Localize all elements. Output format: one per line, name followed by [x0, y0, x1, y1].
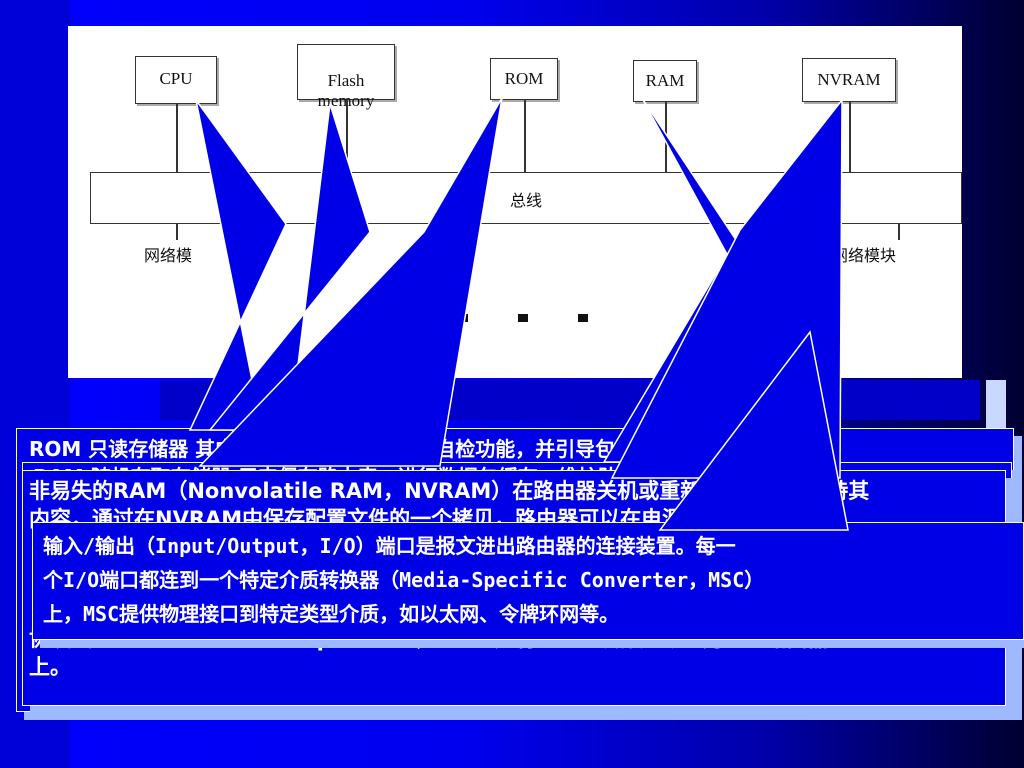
cpu-label: CPU	[159, 69, 193, 88]
nvram-label: NVRAM	[817, 70, 881, 89]
module-right-wire	[898, 224, 900, 240]
ellipsis-dot	[458, 314, 468, 322]
cpu-wire	[176, 104, 178, 172]
ellipsis-dot	[518, 314, 528, 322]
ram-label: RAM	[645, 71, 685, 90]
nvram-line-1: 非易失的RAM（Nonvolatile RAM，NVRAM）在路由器关机或重新启…	[29, 479, 870, 503]
rom-box: ROM	[490, 58, 558, 100]
ram-box: RAM	[633, 60, 697, 102]
bus-label: 总线	[509, 191, 542, 210]
rom-callout-text: ROM 只读存储器 其中所包含的代码执行加电自检功能，并引导包含的代码和Boot…	[29, 437, 828, 461]
flash-wire	[346, 100, 348, 172]
bus-bar: 总线	[90, 172, 962, 224]
ram-wire	[665, 102, 667, 172]
network-module-right: 网络模块	[832, 246, 897, 265]
nvram-line-4: 上。	[29, 655, 71, 679]
flash-memory-box: Flash memory	[297, 44, 395, 110]
router-block-diagram: CPU Flash memory ROM RAM NVRAM 总线 网络模 网络…	[68, 26, 962, 378]
io-line-1: 输入/输出（Input/Output，I/O）端口是报文进出路由器的连接装置。每…	[43, 534, 736, 558]
io-line-2: 个I/O端口都连到一个特定介质转换器（Media-Specific Conver…	[43, 568, 765, 592]
io-callout-card: 输入/输出（Input/Output，I/O）端口是报文进出路由器的连接装置。每…	[32, 522, 1024, 640]
module-left-wire	[176, 224, 178, 240]
cpu-box: CPU	[135, 56, 217, 104]
nvram-wire	[849, 102, 851, 172]
rom-wire	[524, 100, 526, 172]
network-module-left: 网络模	[144, 246, 193, 265]
io-line-3: 上，MSC提供物理接口到特定类型介质，如以太网、令牌环网等。	[43, 602, 620, 626]
nvram-box: NVRAM	[802, 58, 896, 102]
rom-label: ROM	[504, 69, 544, 88]
ellipsis-dot	[578, 314, 588, 322]
